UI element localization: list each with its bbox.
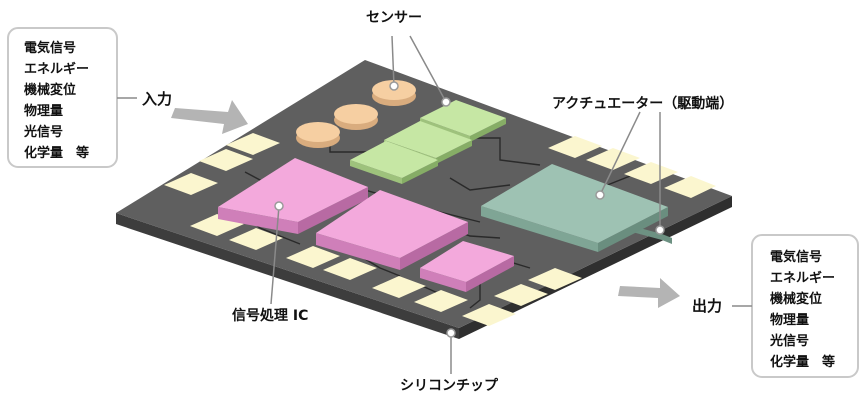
output-line-1: エネルギー — [770, 270, 835, 286]
leader-lines — [270, 35, 661, 374]
input-line-1: エネルギー — [24, 61, 89, 77]
input-info-box: 電気信号 エネルギー 機械変位 物理量 光信号 化学量 等 — [7, 27, 118, 168]
input-line-0: 電気信号 — [24, 40, 76, 56]
pad — [494, 284, 548, 306]
signal-ic-label: 信号処理 IC — [232, 307, 308, 324]
sensor-disc — [334, 104, 378, 130]
pad — [528, 268, 582, 290]
pad — [624, 162, 678, 184]
chip-side-front — [116, 213, 459, 339]
actuator — [481, 164, 672, 252]
pad — [548, 136, 602, 158]
pad — [586, 148, 640, 170]
sensor-disc — [296, 122, 340, 148]
silicon-chip — [116, 60, 732, 339]
output-arrow — [618, 278, 680, 308]
silicon-chip-label: シリコンチップ — [400, 378, 499, 394]
output-info-box: 電気信号 エネルギー 機械変位 物理量 光信号 化学量 等 — [751, 234, 859, 378]
input-line-2: 機械変位 — [24, 82, 76, 98]
pad — [323, 258, 377, 280]
pad — [462, 304, 516, 326]
pad — [226, 133, 280, 155]
output-line-2: 機械変位 — [770, 291, 822, 307]
output-label: 出力 — [692, 297, 722, 315]
pad — [372, 276, 426, 298]
input-label: 入力 — [142, 90, 172, 108]
pad — [664, 176, 716, 198]
pad — [229, 228, 283, 250]
signal-processing-ics — [218, 158, 514, 292]
chip-top — [116, 60, 732, 328]
pad — [286, 246, 340, 268]
sensor-discs — [296, 80, 416, 148]
input-line-3: 物理量 — [24, 103, 63, 119]
input-line-5: 化学量 等 — [24, 145, 89, 161]
input-arrow — [171, 100, 248, 134]
pad — [414, 290, 468, 312]
output-line-0: 電気信号 — [770, 249, 822, 265]
sensor-pad — [350, 141, 438, 184]
output-line-3: 物理量 — [770, 312, 809, 328]
output-line-4: 光信号 — [769, 333, 809, 349]
leader-dots — [274, 81, 665, 338]
input-line-4: 光信号 — [23, 124, 63, 140]
actuator-label: アクチュエーター（駆動端） — [552, 95, 733, 112]
pad — [164, 173, 218, 195]
sensor-pads — [350, 100, 506, 184]
output-line-5: 化学量 等 — [770, 354, 835, 370]
bond-pads — [164, 133, 716, 326]
pad — [199, 149, 253, 171]
ic-small — [420, 241, 514, 292]
ic-medium — [316, 190, 468, 270]
sensor-label: センサー — [366, 10, 422, 26]
